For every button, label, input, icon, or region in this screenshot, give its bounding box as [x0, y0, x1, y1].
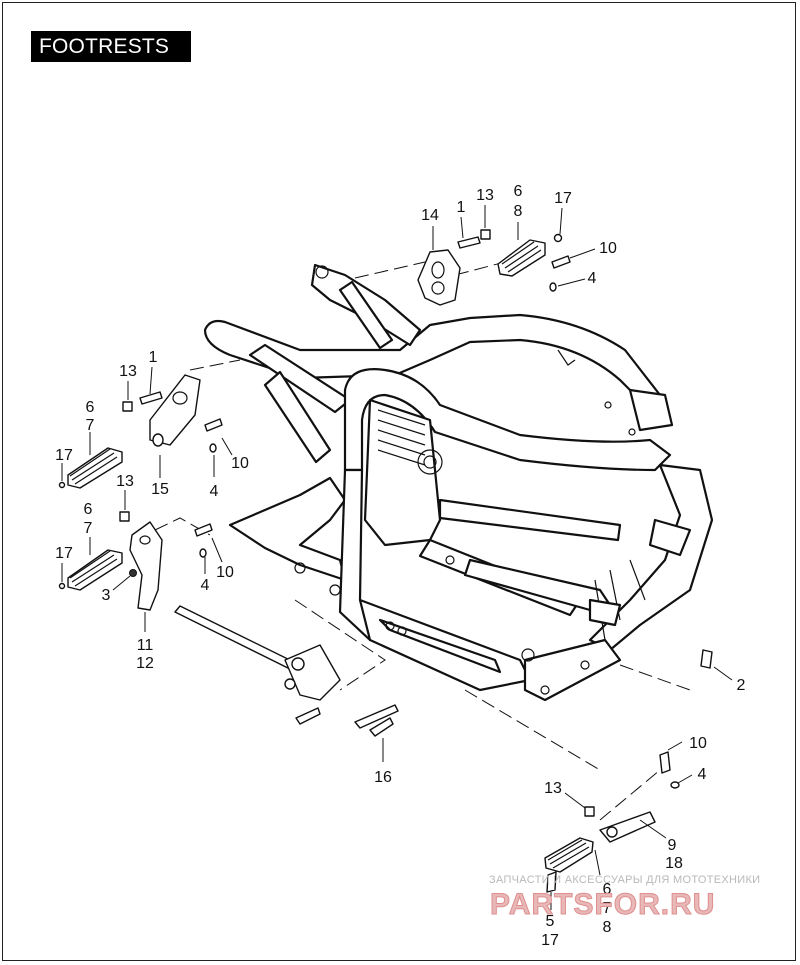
callout-10: 10	[599, 240, 617, 257]
clip-17-lower	[58, 582, 66, 590]
rear-footrest-group-upper	[417, 229, 571, 306]
callout-10: 10	[231, 455, 249, 472]
callout-6: 6	[86, 399, 95, 416]
washer-13-front	[584, 806, 595, 817]
front-footrest-group	[544, 751, 680, 893]
mount-11	[129, 521, 163, 611]
callout-14: 14	[421, 207, 439, 224]
callout-17: 17	[55, 447, 73, 464]
callout-6: 6	[84, 501, 93, 518]
callout-17: 17	[554, 190, 572, 207]
bolt-1-upper	[457, 236, 481, 249]
callout-1: 1	[457, 199, 466, 216]
callout-7: 7	[84, 520, 93, 537]
callout-10: 10	[216, 564, 234, 581]
clip-17-left	[58, 481, 66, 489]
watermark: ЗАПЧАСТИ И АКСЕССУАРЫ ДЛЯ МОТОТЕХНИКИ PA…	[489, 874, 760, 922]
bracket-9	[599, 811, 656, 843]
assembly-guide-lines	[154, 261, 691, 821]
watermark-logo: PARTSFOR.RU	[490, 888, 715, 921]
motorcycle-frame	[203, 263, 714, 702]
callout-13: 13	[544, 780, 562, 797]
callout-13: 13	[476, 187, 494, 204]
callout-13: 13	[116, 473, 134, 490]
callout-15: 15	[151, 481, 169, 498]
pin-5	[546, 871, 557, 893]
clip-4-upper	[549, 282, 557, 292]
clip-4-front	[670, 781, 680, 789]
callout-2: 2	[737, 677, 746, 694]
footpeg-6-lower	[67, 549, 123, 591]
callout-4: 4	[588, 270, 597, 287]
left-footrest-group	[58, 374, 223, 489]
callout-12: 12	[136, 655, 154, 672]
callout-10: 10	[689, 735, 707, 752]
callout-8: 8	[514, 203, 523, 220]
callout-4: 4	[210, 483, 219, 500]
nut-3	[129, 569, 137, 577]
callout-6: 6	[603, 881, 612, 898]
washer-13-left	[122, 401, 133, 412]
watermark-tagline: ЗАПЧАСТИ И АКСЕССУАРЫ ДЛЯ МОТОТЕХНИКИ	[489, 874, 760, 886]
callout-17: 17	[541, 932, 559, 949]
callout-5: 5	[546, 913, 555, 930]
clip-17-upper	[553, 233, 563, 243]
pin-10-front	[659, 751, 671, 774]
callout-11: 11	[137, 637, 154, 654]
bracket-15	[149, 374, 201, 446]
callout-4: 4	[698, 766, 707, 783]
callout-8: 8	[603, 919, 612, 936]
footpeg-6-upper	[497, 239, 546, 277]
washer-13-upper	[480, 229, 491, 240]
callout-9: 9	[668, 837, 677, 854]
pin-10-left	[204, 418, 223, 432]
callout-7: 7	[603, 900, 612, 917]
shift-rod-assembly	[174, 605, 399, 737]
callout-labels: 14 1 13 6 8 17 10 4 13 1 6 7 17 10 4 15 …	[55, 183, 745, 949]
pin-10-lower	[194, 523, 213, 537]
pin-10-upper	[551, 255, 571, 269]
bolt-1-left	[139, 391, 163, 405]
clip-4-lower	[199, 548, 207, 558]
bolt-2-group	[700, 649, 713, 669]
clip-4-left	[209, 443, 217, 453]
leader-lines	[61, 205, 733, 910]
callout-7: 7	[86, 417, 95, 434]
callout-18: 18	[665, 855, 683, 872]
footpeg-6-left	[67, 447, 123, 489]
callout-16: 16	[374, 769, 392, 786]
washer-13-lower	[119, 511, 130, 522]
callout-17: 17	[55, 545, 73, 562]
lower-left-footrest-group	[58, 511, 213, 611]
callout-13: 13	[119, 363, 137, 380]
callout-4: 4	[201, 577, 210, 594]
callout-1: 1	[149, 349, 158, 366]
callout-3: 3	[102, 587, 111, 604]
page-title: FOOTRESTS	[31, 31, 191, 62]
callout-6: 6	[514, 183, 523, 200]
